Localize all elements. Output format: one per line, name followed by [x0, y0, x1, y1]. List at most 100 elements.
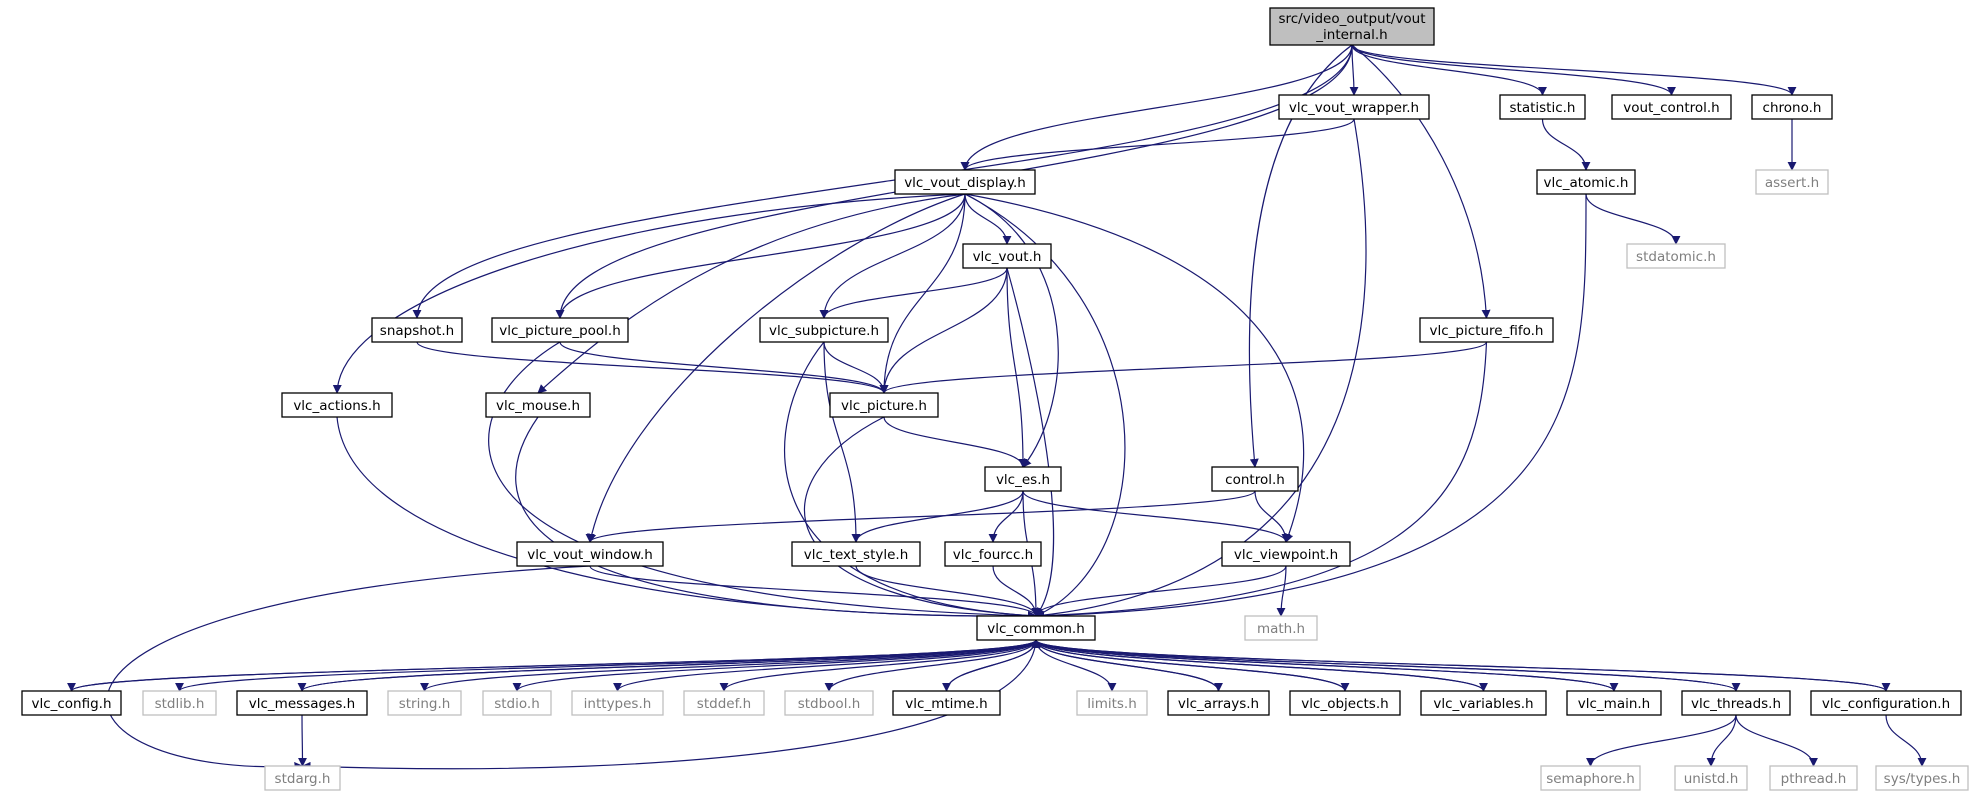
node-label: assert.h: [1765, 175, 1819, 191]
node-label: vlc_objects.h: [1301, 696, 1388, 712]
node-box: [1566, 690, 1662, 716]
node-vlc-arrays-h[interactable]: vlc_arrays.h: [1167, 690, 1270, 716]
edge-vlc-common-h-to-inttypes-h: [613, 639, 1037, 692]
node-vlc-configuration-h[interactable]: vlc_configuration.h: [1810, 690, 1962, 716]
node-vlc-viewpoint-h[interactable]: vlc_viewpoint.h: [1221, 541, 1351, 567]
node-vout-control-h[interactable]: vout_control.h: [1611, 94, 1732, 120]
node-assert-h: assert.h: [1755, 169, 1829, 195]
node-box: [21, 690, 122, 716]
edge-vlc-vout-display-h-to-vlc-vout-h: [964, 193, 1012, 245]
edge-vlc-common-h-to-stdarg-h: [301, 639, 1037, 771]
node-vlc-actions-h[interactable]: vlc_actions.h: [281, 392, 393, 418]
node-vlc-threads-h[interactable]: vlc_threads.h: [1681, 690, 1791, 716]
node-label: vlc_subpicture.h: [769, 323, 879, 339]
node-vlc-picture-fifo-h[interactable]: vlc_picture_fifo.h: [1419, 317, 1554, 343]
edge-vlc-es-h-to-vlc-text-style-h: [851, 490, 1024, 543]
node-label: vlc_arrays.h: [1178, 696, 1259, 712]
edge-vlc-main-h-to-vlc-common-h: [1031, 639, 1615, 692]
node-vlc-mouse-h[interactable]: vlc_mouse.h: [485, 392, 591, 418]
node-box: [1674, 765, 1748, 791]
node-label: vlc_mtime.h: [905, 696, 987, 712]
node-vlc-mtime-h[interactable]: vlc_mtime.h: [892, 690, 1001, 716]
node-vlc-vout-display-h[interactable]: vlc_vout_display.h: [894, 169, 1036, 195]
edge-vlc-vout-display-h-to-vlc-vout-window-h: [587, 193, 966, 543]
node-box: [571, 690, 664, 716]
edge-statistic-h-to-vlc-atomic-h: [1541, 118, 1591, 171]
edge-vlc-vout-display-h-to-vlc-picture-pool-h: [555, 193, 966, 319]
node-box: [791, 541, 921, 567]
edge-vlc-picture-h-to-vlc-es-h: [883, 416, 1028, 468]
node-statistic-h[interactable]: statistic.h: [1499, 94, 1586, 120]
edge-vlc-picture-pool-h-to-vlc-picture-h: [559, 341, 889, 394]
node-box: [944, 541, 1042, 567]
edge-vlc-picture-h-to-vlc-common-h: [803, 416, 1037, 621]
edge-vlc-arrays-h-to-vlc-common-h: [1031, 639, 1220, 692]
node-sys-types-h: sys/types.h: [1875, 765, 1969, 791]
edge-vlc-text-style-h-to-vlc-common-h: [855, 565, 1041, 617]
node-box: [1419, 317, 1554, 343]
node-label: stdbool.h: [798, 696, 861, 712]
node-box: [264, 765, 341, 791]
edge-root-to-snapshot-h: [412, 44, 1353, 319]
edge-vlc-vout-h-to-vlc-subpicture-h: [819, 267, 1008, 319]
edge-vlc-vout-display-h-to-vlc-mouse-h: [537, 193, 966, 394]
node-label: vlc_configuration.h: [1822, 696, 1950, 712]
node-box: [1211, 466, 1299, 492]
node-box: [984, 466, 1062, 492]
node-label: vlc_common.h: [987, 621, 1085, 637]
node-vlc-picture-pool-h[interactable]: vlc_picture_pool.h: [491, 317, 629, 343]
edge-vlc-vout-window-h-to-vlc-common-h: [589, 565, 1041, 617]
node-vlc-common-h[interactable]: vlc_common.h: [976, 615, 1096, 641]
node-label: chrono.h: [1763, 100, 1822, 116]
node-box: [1540, 765, 1641, 791]
node-label: statistic.h: [1510, 100, 1576, 116]
node-label: stdlib.h: [155, 696, 205, 712]
edge-vlc-configuration-h-to-sys-types-h: [1885, 714, 1927, 767]
node-vlc-messages-h[interactable]: vlc_messages.h: [236, 690, 368, 716]
edge-vlc-common-h-to-string-h: [420, 639, 1037, 692]
node-vlc-text-style-h[interactable]: vlc_text_style.h: [791, 541, 921, 567]
node-vlc-vout-h[interactable]: vlc_vout.h: [962, 243, 1052, 269]
node-stdbool-h: stdbool.h: [784, 690, 874, 716]
node-root[interactable]: src/video_output/vout_internal.h: [1269, 7, 1435, 46]
node-box: [1499, 94, 1586, 120]
node-label: stdio.h: [494, 696, 540, 712]
edge-vlc-vout-display-h-to-vlc-picture-h: [879, 193, 966, 394]
node-vlc-objects-h[interactable]: vlc_objects.h: [1289, 690, 1401, 716]
edge-vlc-variables-h-to-vlc-common-h: [1031, 639, 1485, 692]
node-box: [1810, 690, 1962, 716]
edge-vlc-vout-display-h-to-vlc-viewpoint-h: [964, 193, 1305, 543]
node-vlc-config-h[interactable]: vlc_config.h: [21, 690, 122, 716]
node-vlc-vout-wrapper-h[interactable]: vlc_vout_wrapper.h: [1278, 94, 1430, 120]
node-vlc-atomic-h[interactable]: vlc_atomic.h: [1536, 169, 1636, 195]
edge-vlc-subpicture-h-to-vlc-picture-h: [823, 341, 889, 394]
node-label: pthread.h: [1781, 771, 1847, 787]
node-vlc-subpicture-h[interactable]: vlc_subpicture.h: [759, 317, 889, 343]
node-box: [1167, 690, 1270, 716]
node-vlc-picture-h[interactable]: vlc_picture.h: [829, 392, 939, 418]
edge-root-to-vlc-picture-fifo-h: [1351, 44, 1491, 319]
node-box: [829, 392, 939, 418]
node-vlc-main-h[interactable]: vlc_main.h: [1566, 690, 1662, 716]
node-vlc-es-h[interactable]: vlc_es.h: [984, 466, 1062, 492]
node-chrono-h[interactable]: chrono.h: [1751, 94, 1833, 120]
node-stdlib-h: stdlib.h: [142, 690, 217, 716]
edge-vlc-viewpoint-h-to-vlc-common-h: [1031, 565, 1287, 617]
edge-vlc-es-h-to-vlc-fourcc-h: [988, 490, 1024, 543]
node-vlc-fourcc-h[interactable]: vlc_fourcc.h: [944, 541, 1042, 567]
node-label: vlc_mouse.h: [496, 398, 580, 414]
node-control-h[interactable]: control.h: [1211, 466, 1299, 492]
edge-vlc-mouse-h-to-vlc-common-h: [515, 416, 1037, 621]
node-label: unistd.h: [1684, 771, 1739, 787]
node-vlc-vout-window-h[interactable]: vlc_vout_window.h: [516, 541, 664, 567]
node-box: [1875, 765, 1969, 791]
edge-vlc-threads-h-to-pthread-h: [1735, 714, 1818, 767]
node-snapshot-h[interactable]: snapshot.h: [371, 317, 463, 343]
edge-root-to-statistic-h: [1351, 44, 1547, 96]
node-label: vlc_threads.h: [1691, 696, 1781, 712]
node-vlc-variables-h[interactable]: vlc_variables.h: [1420, 690, 1547, 716]
node-unistd-h: unistd.h: [1674, 765, 1748, 791]
node-label: vlc_config.h: [31, 696, 111, 712]
node-label: vlc_picture_fifo.h: [1430, 323, 1544, 339]
